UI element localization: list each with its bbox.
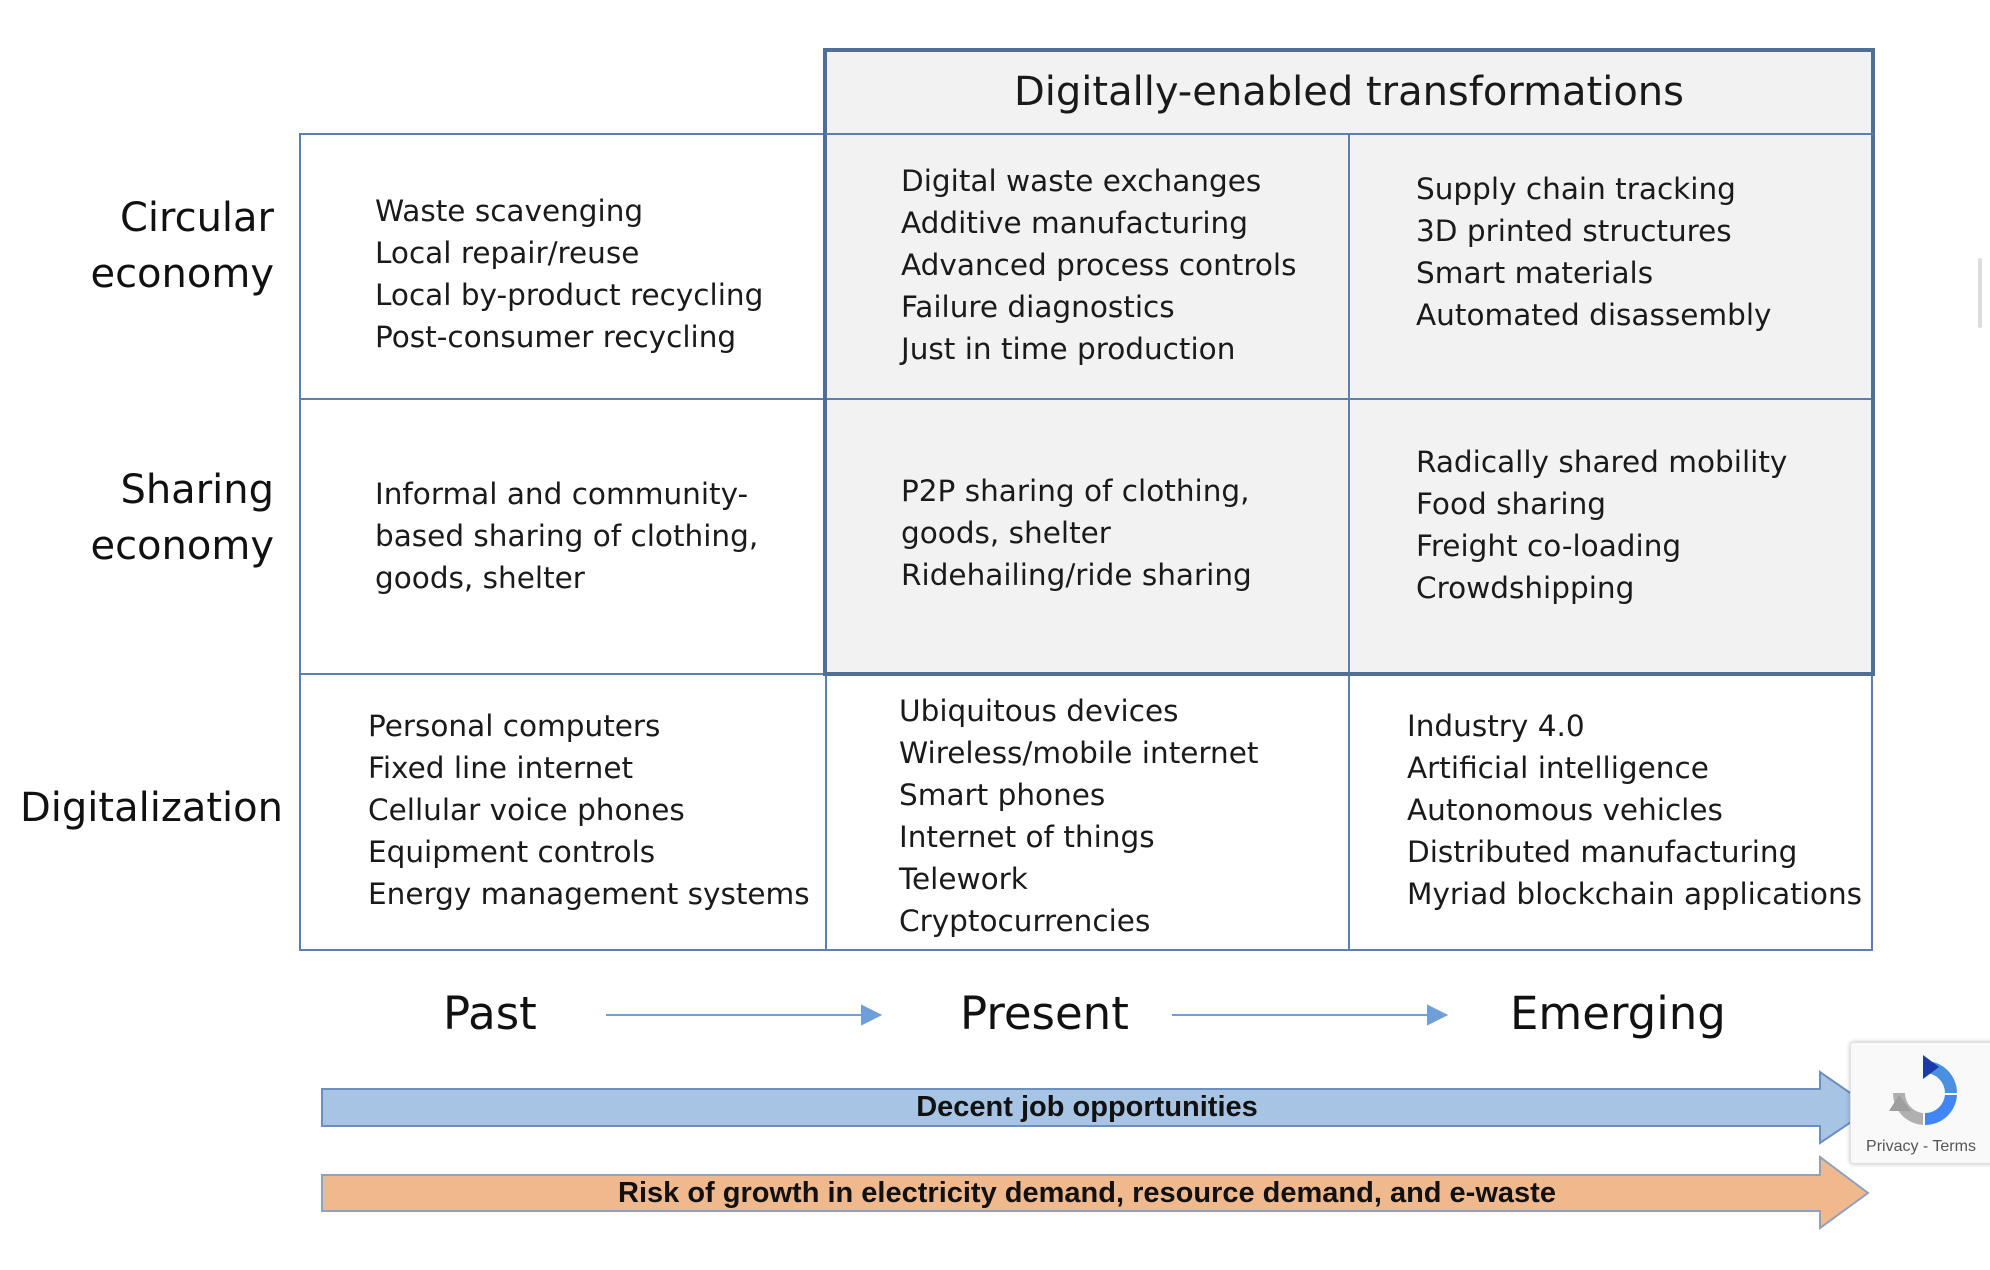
row-label-circular-economy: Circular economy [60,190,274,302]
list-item: based sharing of clothing, [375,519,759,553]
cell-sharing-emerging: Radically shared mobility Food sharing F… [1416,441,1787,609]
row-label-line: Digitalization [20,785,283,831]
cell-digital-emerging: Industry 4.0 Artificial intelligence Aut… [1407,705,1862,915]
list-item: Myriad blockchain applications [1407,877,1863,911]
list-item: Equipment controls [368,835,656,869]
list-item: Local repair/reuse [375,236,640,270]
list-item: Ubiquitous devices [899,694,1179,728]
risk-band-label: Risk of growth in electricity demand, re… [618,1177,1556,1209]
list-item: Artificial intelligence [1407,751,1709,785]
list-item: Additive manufacturing [901,206,1248,240]
list-item: Food sharing [1416,487,1607,521]
list-item: Local by-product recycling [375,278,764,312]
list-item: Post-consumer recycling [375,320,737,354]
list-item: Just in time production [901,332,1236,366]
list-item: Internet of things [899,820,1155,854]
cell-sharing-present: P2P sharing of clothing, goods, shelter … [901,470,1252,596]
list-item: Waste scavenging [375,194,644,228]
list-item: Radically shared mobility [1416,445,1788,479]
cell-sharing-past: Informal and community- based sharing of… [375,473,758,599]
list-item: Distributed manufacturing [1407,835,1798,869]
link-separator: - [1922,1138,1929,1155]
cell-sharing-emerging-bg [1349,399,1872,674]
list-item: Smart phones [899,778,1106,812]
row-label-line: Sharing economy [90,467,274,569]
jobs-band-label: Decent job opportunities [916,1091,1258,1123]
cell-circular-emerging-bg [1349,134,1872,399]
cell-circular-present-bg [826,134,1349,399]
list-item: Automated disassembly [1416,298,1772,332]
timeline-emerging: Emerging [1510,987,1726,1040]
cell-digital-present: Ubiquitous devices Wireless/mobile inter… [899,690,1258,942]
list-item: Freight co-loading [1416,529,1682,563]
list-item: Supply chain tracking [1416,172,1736,206]
list-item: Cryptocurrencies [899,904,1151,938]
list-item: Autonomous vehicles [1407,793,1723,827]
recaptcha-links: Privacy - Terms [1851,1138,1990,1156]
list-item: Personal computers [368,709,661,743]
list-item: Industry 4.0 [1407,709,1585,743]
jobs-band-arrow [321,1070,1874,1145]
cell-circular-emerging: Supply chain tracking 3D printed structu… [1416,168,1772,336]
list-item: P2P sharing of clothing, [901,474,1250,508]
list-item: Advanced process controls [901,248,1297,282]
list-item: Wireless/mobile internet [899,736,1259,770]
row-label-digitalization: Digitalization [20,780,283,836]
list-item: 3D printed structures [1416,214,1732,248]
timeline-present: Present [960,987,1129,1040]
list-item: goods, shelter [901,516,1111,550]
list-item: goods, shelter [375,561,585,595]
header-title: Digitally-enabled transformations [826,50,1872,134]
timeline-past: Past [443,987,537,1040]
risk-band-arrow [321,1155,1870,1230]
recaptcha-icon [1889,1055,1957,1125]
recaptcha-badge[interactable]: Privacy - Terms [1850,1042,1990,1164]
list-item: Telework [899,862,1028,896]
scrollbar-hint[interactable] [1978,258,1982,328]
list-item: Informal and community- [375,477,749,511]
list-item: Energy management systems [368,877,810,911]
list-item: Crowdshipping [1416,571,1635,605]
list-item: Cellular voice phones [368,793,685,827]
cell-digital-past: Personal computers Fixed line internet C… [368,705,810,915]
list-item: Fixed line internet [368,751,634,785]
list-item: Digital waste exchanges [901,164,1262,198]
list-item: Failure diagnostics [901,290,1175,324]
terms-link[interactable]: Terms [1932,1138,1976,1155]
cell-circular-present: Digital waste exchanges Additive manufac… [901,160,1296,370]
privacy-link[interactable]: Privacy [1866,1138,1919,1155]
row-label-line: Circular economy [90,195,274,297]
list-item: Smart materials [1416,256,1654,290]
cell-circular-past: Waste scavenging Local repair/reuse Loca… [375,190,763,358]
row-label-sharing-economy: Sharing economy [60,462,274,574]
cell-sharing-present-bg [826,399,1349,674]
list-item: Ridehailing/ride sharing [901,558,1252,592]
